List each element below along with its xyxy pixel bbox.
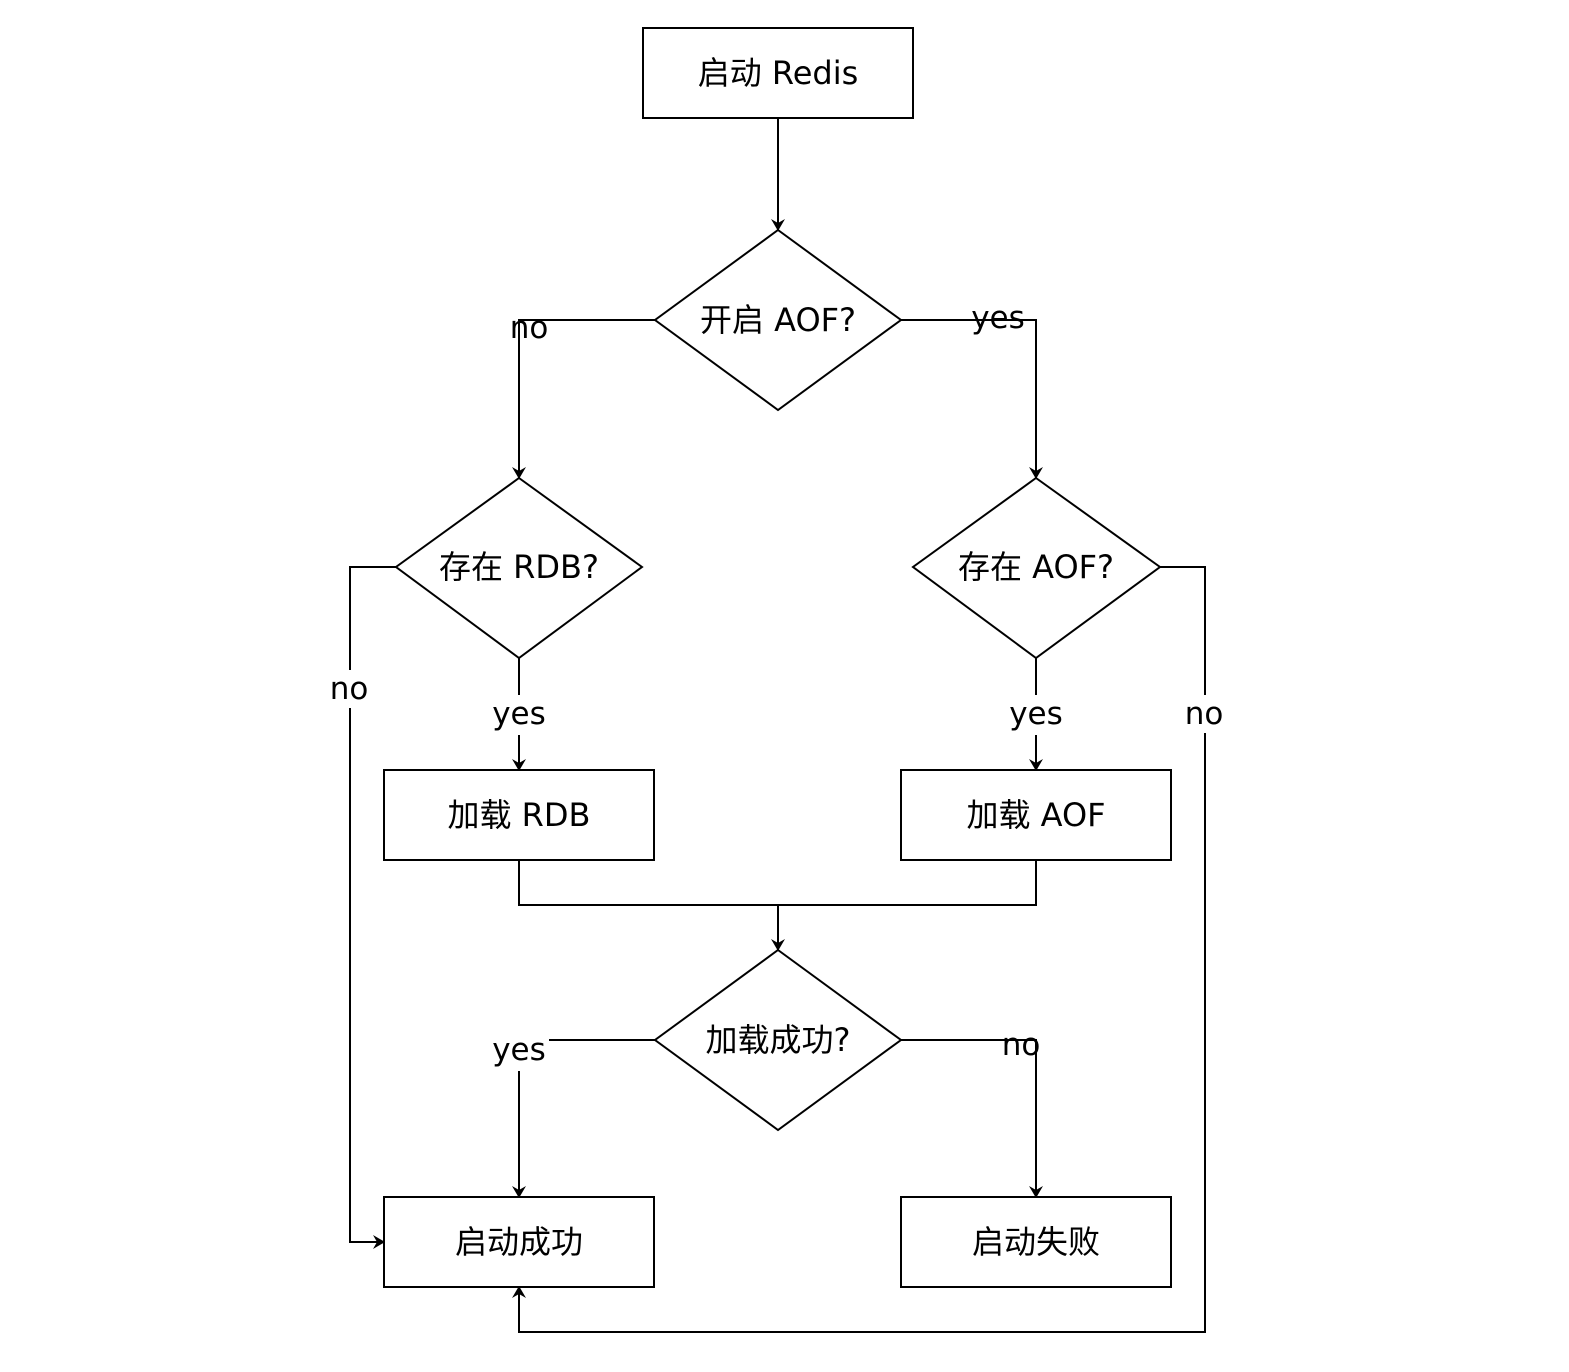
decision-rdb-exists: 存在 RDB? <box>394 476 644 660</box>
label-load-ok-yes: yes <box>492 1032 546 1068</box>
edge-load-ok-no <box>901 1039 1043 1198</box>
label-rdb-exists-no: no <box>330 671 369 707</box>
node-start-fail: 启动失败 <box>900 1196 1172 1288</box>
node-start: 启动 Redis <box>642 27 914 119</box>
decision-aof-exists-label: 存在 AOF? <box>958 548 1114 586</box>
decision-aof-exists: 存在 AOF? <box>911 476 1162 660</box>
edge-load-rdb-merge <box>518 860 785 951</box>
node-start-success-label: 启动成功 <box>455 1223 583 1261</box>
node-start-label: 启动 Redis <box>698 54 859 92</box>
node-load-rdb: 加载 RDB <box>383 769 655 861</box>
edge-aof-enabled-yes <box>901 319 1043 479</box>
label-aof-enabled-no: no <box>510 310 549 346</box>
node-start-fail-label: 启动失败 <box>972 1223 1100 1261</box>
label-aof-enabled-yes: yes <box>971 300 1025 336</box>
label-rdb-exists-yes: yes <box>492 696 546 732</box>
decision-load-ok: 加载成功? <box>653 948 903 1132</box>
edge-aof-enabled-no <box>512 319 655 479</box>
edge-rdb-exists-no <box>349 566 396 1249</box>
label-aof-exists-yes: yes <box>1009 696 1063 732</box>
decision-load-ok-label: 加载成功? <box>706 1021 851 1059</box>
label-aof-exists-no: no <box>1185 696 1224 732</box>
node-load-aof-label: 加载 AOF <box>966 796 1105 834</box>
decision-aof-enabled-label: 开启 AOF? <box>700 301 856 339</box>
node-load-aof: 加载 AOF <box>900 769 1172 861</box>
label-load-ok-no: no <box>1002 1027 1041 1063</box>
decision-aof-enabled: 开启 AOF? <box>653 228 903 412</box>
node-load-rdb-label: 加载 RDB <box>447 796 590 834</box>
node-start-success: 启动成功 <box>383 1196 655 1288</box>
edge-load-aof-merge <box>778 860 1037 906</box>
decision-rdb-exists-label: 存在 RDB? <box>439 548 599 586</box>
edge-aof-exists-no <box>512 566 1206 1333</box>
